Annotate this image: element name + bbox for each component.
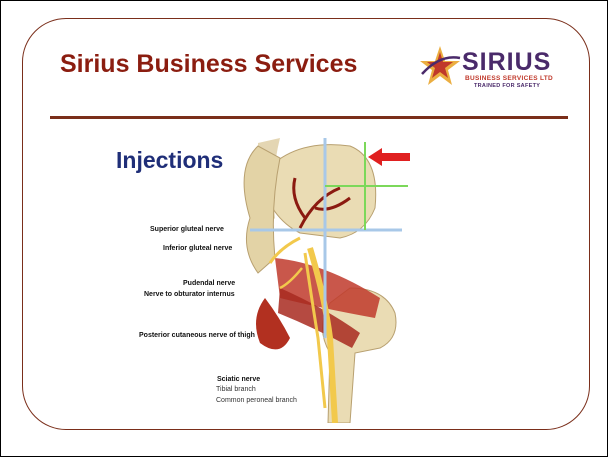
logo-tagline-1: BUSINESS SERVICES LTD [465, 75, 553, 82]
label-sciatic: Sciatic nerve [217, 376, 260, 383]
label-obturator-internus: Nerve to obturator internus [144, 291, 235, 298]
label-tibial: Tibial branch [216, 386, 256, 393]
title-divider [50, 116, 568, 119]
slide-title: Sirius Business Services [60, 50, 357, 79]
label-posterior-cutaneous: Posterior cutaneous nerve of thigh [139, 332, 255, 339]
sirius-logo: SIRIUS BUSINESS SERVICES LTD TRAINED FOR… [418, 42, 588, 92]
label-pudendal: Pudendal nerve [183, 280, 235, 287]
label-superior-gluteal: Superior gluteal nerve [150, 226, 224, 233]
hip-anatomy-illustration [140, 138, 415, 423]
logo-tagline-2: TRAINED FOR SAFETY [474, 83, 540, 89]
label-inferior-gluteal: Inferior gluteal nerve [163, 245, 232, 252]
logo-wordmark: SIRIUS [462, 48, 551, 77]
star-logo-icon [418, 44, 462, 88]
label-common-peroneal: Common peroneal branch [216, 397, 297, 404]
red-arrow-icon [368, 148, 412, 166]
